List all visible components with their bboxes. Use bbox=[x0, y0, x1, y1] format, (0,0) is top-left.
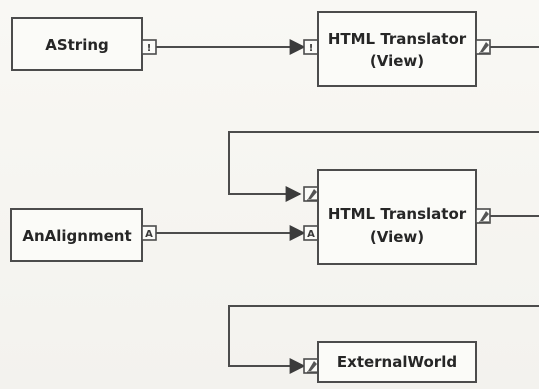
html-translator-1-node[interactable]: ! HTML Translator (View) bbox=[303, 11, 491, 87]
html-translator-2-node[interactable]: A HTML Translator (View) bbox=[303, 169, 491, 265]
astring-output-port-text: ! bbox=[147, 43, 152, 54]
translator-1-title: HTML Translator bbox=[328, 30, 467, 48]
translator-1-box bbox=[317, 11, 477, 87]
translator-2-box bbox=[317, 169, 477, 265]
astring-label: AString bbox=[45, 36, 109, 54]
feedback-wire-to-externalworld[interactable] bbox=[228, 305, 539, 374]
quill-icon bbox=[307, 361, 317, 373]
analignment-output-port-text: A bbox=[145, 229, 153, 240]
translator-1-input-port-text: ! bbox=[309, 43, 314, 54]
externalworld-node[interactable]: ExternalWorld bbox=[303, 341, 477, 383]
quill-icon bbox=[307, 189, 317, 201]
analignment-label: AnAlignment bbox=[22, 227, 131, 245]
externalworld-label: ExternalWorld bbox=[337, 353, 457, 371]
quill-icon bbox=[479, 42, 489, 54]
quill-icon bbox=[479, 211, 489, 223]
externalworld-box bbox=[317, 341, 477, 383]
analignment-node[interactable]: AnAlignment A bbox=[10, 208, 157, 262]
translator-2-bottom-input-port-text: A bbox=[307, 229, 315, 240]
translator-2-subtitle: (View) bbox=[370, 228, 424, 246]
astring-box bbox=[11, 17, 143, 71]
translator-2-title: HTML Translator bbox=[328, 205, 467, 223]
feedback-wire-to-translator-2[interactable] bbox=[228, 131, 539, 202]
astring-node[interactable]: AString ! bbox=[11, 17, 157, 71]
translator-1-subtitle: (View) bbox=[370, 52, 424, 70]
